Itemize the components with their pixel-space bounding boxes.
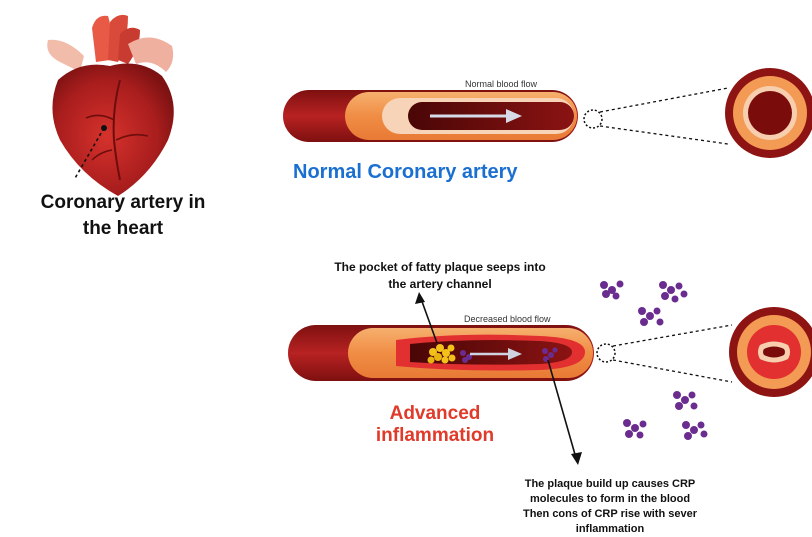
crp-molecules-floating (600, 281, 708, 441)
normal-artery-title: Normal Coronary artery (293, 161, 518, 184)
normal-zoom-marker (584, 110, 602, 128)
heart-pointer-dot (101, 125, 107, 131)
crp-cluster (623, 419, 647, 439)
inflamed-zoom-line (613, 325, 732, 346)
crp-note-line: Then cons of CRP rise with sever (490, 507, 730, 522)
inflamed-zoom-line (613, 360, 732, 382)
plaque-pointer-arrowhead (415, 292, 425, 304)
crp-cluster (638, 307, 664, 326)
decreased-flow-label: Decreased blood flow (464, 314, 551, 324)
inflammation-title: Advanced inflammation (355, 403, 515, 447)
normal-artery-illustration (283, 68, 812, 158)
normal-cross-section-lumen (748, 91, 792, 135)
normal-flow-label: Normal blood flow (465, 79, 537, 89)
crp-cluster (673, 391, 698, 410)
inflamed-zoom-marker (597, 344, 615, 362)
plaque-note-line: The pocket of fatty plaque seeps into (270, 259, 610, 276)
crp-cluster (659, 281, 688, 303)
crp-note-line: molecules to form in the blood (490, 492, 730, 507)
heart-caption-line: the heart (8, 216, 238, 242)
normal-zoom-line (600, 88, 728, 112)
heart-caption: Coronary artery in the heart (8, 190, 238, 242)
normal-zoom-line (600, 126, 728, 144)
crp-note-line: inflammation (490, 522, 730, 537)
crp-cluster (682, 421, 708, 440)
plaque-note: The pocket of fatty plaque seeps into th… (270, 259, 610, 293)
vena-cava (47, 40, 84, 72)
crp-note-line: The plaque build up causes CRP (490, 477, 730, 492)
inflammation-title-line: Advanced (355, 403, 515, 425)
inflamed-cross-section-lumen (763, 347, 785, 358)
heart-illustration (47, 15, 174, 196)
heart-caption-line: Coronary artery in (8, 190, 238, 216)
plaque-note-line: the artery channel (270, 276, 610, 293)
crp-pointer-arrowhead (571, 452, 582, 465)
inflammation-title-line: inflammation (355, 425, 515, 447)
crp-note: The plaque build up causes CRP molecules… (490, 477, 730, 537)
